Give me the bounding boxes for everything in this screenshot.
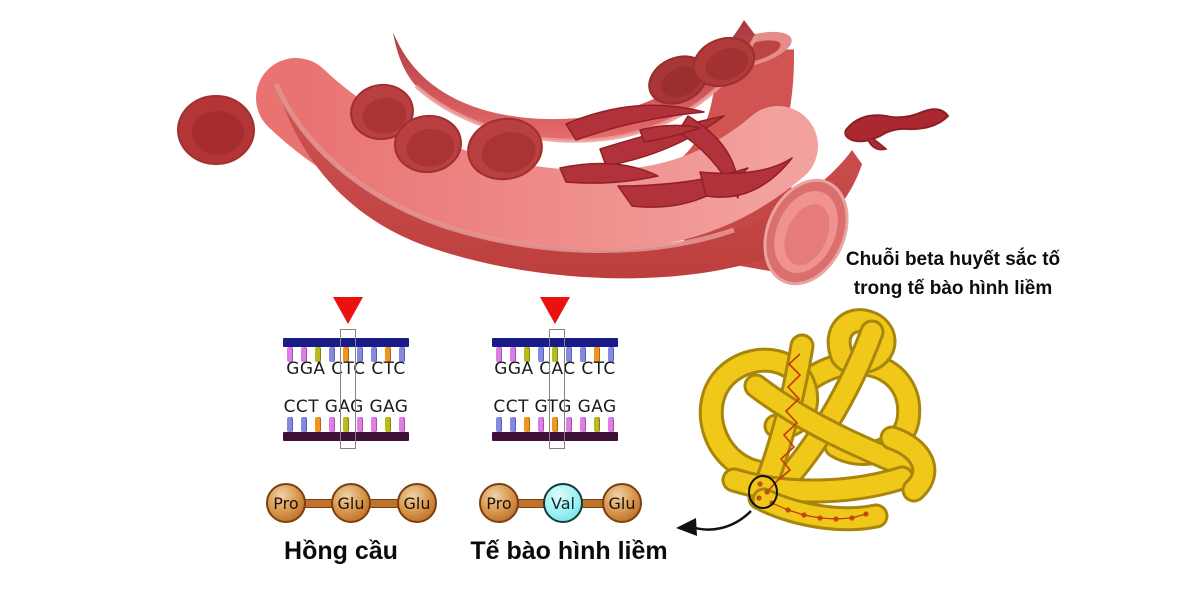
highlighted-base-box: [340, 329, 356, 449]
dna-base-tick-C: [399, 347, 405, 362]
residue-circle: Glu: [397, 483, 437, 523]
dna-base-tick-A: [552, 347, 558, 362]
residue-circle-mutated: Val: [543, 483, 583, 523]
residue-circle: Pro: [479, 483, 519, 523]
mutation-marker-icon: [540, 297, 570, 324]
dna-base-tick-T: [552, 417, 558, 432]
label-normal-cell: Hồng cầu: [284, 537, 398, 565]
sickle-cell-isolated: [844, 108, 949, 151]
dna-base-tick-G: [496, 347, 502, 362]
dna-base-tick-A: [524, 347, 530, 362]
dna-base-tick-C: [496, 417, 502, 432]
dna-base-tick-G: [510, 347, 516, 362]
sickle-cells-cluster: [559, 104, 793, 208]
dna-base-tick-A: [315, 347, 321, 362]
dna-bases-bottom: [492, 417, 618, 432]
protein-caption-line1: Chuỗi beta huyết sắc tố: [845, 249, 1061, 270]
protein-caption: Chuỗi beta huyết sắc tố trong tế bào hìn…: [822, 246, 1084, 303]
pointer-arrow-curve: [691, 510, 752, 531]
amino-acid-chain-normal: Pro Glu Glu: [266, 483, 438, 525]
dna-base-tick-G: [399, 417, 405, 432]
mutated-chain-zigzag: [767, 353, 802, 492]
dna-base-tick-T: [594, 347, 600, 362]
dna-base-tick-G: [608, 417, 614, 432]
vessel-bottom-wall: [276, 84, 862, 279]
dna-base-tick-A: [343, 417, 349, 432]
label-sickle-cell: Tế bào hình liềm: [470, 537, 668, 565]
red-blood-cell-isolated: [177, 95, 255, 165]
residue-circle: Glu: [331, 483, 371, 523]
mutation-marker-icon: [333, 297, 363, 324]
residue-circle: Glu: [602, 483, 642, 523]
dna-base-tick-T: [385, 347, 391, 362]
dna-base-tick-T: [343, 347, 349, 362]
codon-sequence-bottom: CCT GTG GAG: [493, 397, 617, 417]
dna-strand-bottom: [283, 432, 409, 441]
dna-base-tick-G: [287, 347, 293, 362]
dna-base-tick-C: [357, 347, 363, 362]
codon-sequence-bottom: CCT GAG GAG: [283, 397, 409, 417]
dna-base-tick-C: [580, 347, 586, 362]
vessel-bottom-rim-highlight: [273, 83, 735, 253]
red-blood-cells-in-vessel: [350, 36, 756, 181]
dna-base-tick-G: [371, 417, 377, 432]
blood-vessel-illustration: [256, 20, 862, 286]
dna-strand-top: [492, 338, 618, 347]
dna-base-tick-G: [580, 417, 586, 432]
dna-base-tick-C: [371, 347, 377, 362]
dna-base-tick-G: [301, 347, 307, 362]
dna-base-tick-G: [357, 417, 363, 432]
dna-base-tick-T: [315, 417, 321, 432]
dna-diagram-normal: GGA CTC CTC CCT GAG GAG: [283, 295, 409, 457]
dna-bases-top: [283, 347, 409, 362]
dna-base-tick-C: [287, 417, 293, 432]
dots-connector-line: [771, 502, 867, 520]
amino-acid-chain-sickle: Pro Val Glu: [479, 483, 643, 525]
highlighted-base-box: [549, 329, 565, 449]
dna-base-tick-C: [329, 347, 335, 362]
dna-strand-top: [283, 338, 409, 347]
codon-sequence-top: GGA CTC CTC: [286, 359, 406, 379]
dna-base-tick-C: [608, 347, 614, 362]
dna-base-tick-G: [566, 417, 572, 432]
dna-base-tick-G: [329, 417, 335, 432]
pointer-arrowhead-icon: [676, 518, 697, 536]
beta-globin-protein-ribbon: [676, 321, 924, 536]
residue-circle: Pro: [266, 483, 306, 523]
dna-strand-bottom: [492, 432, 618, 441]
magnifier-circle-icon: [748, 475, 778, 509]
vessel-lower-branch-opening: [763, 178, 849, 286]
dna-bases-bottom: [283, 417, 409, 432]
dna-diagram-sickle: GGA CAC CTC CCT GTG GAG: [492, 295, 618, 457]
dna-base-tick-T: [524, 417, 530, 432]
codon-sequence-top: GGA CAC CTC: [494, 359, 616, 379]
dna-base-tick-C: [301, 417, 307, 432]
dna-base-tick-C: [510, 417, 516, 432]
dna-base-tick-A: [385, 417, 391, 432]
dna-base-tick-C: [566, 347, 572, 362]
protein-caption-line2: trong tế bào hình liềm: [853, 277, 1053, 299]
dna-base-tick-A: [594, 417, 600, 432]
dna-base-tick-C: [538, 347, 544, 362]
dna-base-tick-G: [538, 417, 544, 432]
dna-bases-top: [492, 347, 618, 362]
